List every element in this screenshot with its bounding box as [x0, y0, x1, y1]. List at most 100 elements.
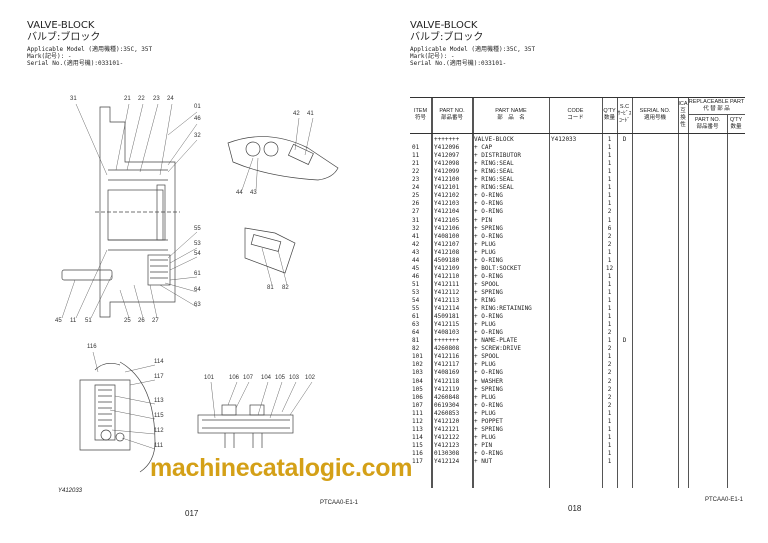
left-mark: Mark(記号): -	[27, 53, 72, 60]
cell-qty: 2	[607, 232, 612, 240]
callout: 61	[194, 271, 201, 277]
cell-item: 104	[412, 377, 423, 385]
cell-name: + PIN	[474, 441, 493, 449]
cell-qty: 1	[607, 433, 612, 441]
callout: 82	[282, 285, 289, 291]
cell-qty: 1	[607, 288, 612, 296]
callout: 22	[138, 96, 145, 102]
cell-name: + RING:RETAINING	[474, 305, 532, 313]
cell-part-no: Y412113	[434, 297, 460, 304]
cell-qty: 1	[607, 176, 612, 184]
right-doc-code: PTCAA0-E1-1	[705, 497, 744, 503]
cell-qty: 1	[607, 409, 612, 417]
cell-part-no: Y412103	[434, 200, 460, 208]
cell-name: + PIN	[474, 216, 493, 224]
callout: 101	[204, 375, 215, 381]
cell-item: 106	[412, 393, 423, 401]
cell-part-no: Y412110	[434, 272, 460, 280]
cell-name: + O-RING	[474, 313, 503, 321]
cell-qty: 1	[607, 458, 612, 465]
cell-name: + CAP	[474, 144, 493, 152]
callout: 32	[194, 133, 201, 139]
cell-name: + PLUG	[474, 393, 496, 401]
cell-item: 32	[412, 224, 420, 232]
cell-qty: 1	[607, 313, 612, 321]
cell-part-no: Y412119	[434, 385, 460, 393]
cell-item: 82	[412, 345, 420, 353]
cell-part-no: Y408169	[434, 369, 460, 377]
callout: 41	[307, 111, 314, 117]
cell-qty: 1	[607, 144, 612, 152]
cell-name: + SPOOL	[474, 280, 500, 288]
callout: 46	[194, 116, 201, 122]
cell-item: 64	[412, 329, 420, 337]
cell-part-no: Y412109	[434, 264, 460, 272]
cell-qty: 12	[605, 264, 614, 272]
cell-code: Y412033	[551, 136, 577, 143]
cell-part-no: Y412098	[434, 160, 460, 168]
cell-name: + O-RING	[474, 272, 503, 280]
callout: 105	[275, 375, 286, 381]
header-part-no: PART NO.部品番号	[439, 108, 465, 121]
cell-name: + O-RING	[474, 369, 503, 377]
cell-qty: 1	[607, 353, 612, 361]
callout: 51	[85, 318, 92, 324]
callout: 55	[194, 226, 201, 232]
callout: 26	[138, 318, 145, 324]
cell-item: 25	[412, 192, 420, 200]
cell-part-no: Y412114	[434, 305, 460, 313]
cell-item: 27	[412, 208, 420, 216]
left-title-en: VALVE-BLOCK	[27, 20, 95, 31]
cell-name: + O-RING	[474, 256, 503, 264]
cell-part-no: 0130308	[434, 449, 460, 457]
callout: 114	[154, 359, 164, 365]
cell-name: + SCREW:DRIVE	[474, 345, 521, 353]
cell-name: + BOLT:SOCKET	[474, 264, 521, 272]
cell-name: + O-RING	[474, 200, 503, 208]
cell-name: + PLUG	[474, 240, 496, 248]
callout: 102	[305, 375, 316, 381]
cell-qty: 1	[607, 136, 612, 143]
cell-part-no: Y412116	[434, 353, 460, 361]
cell-part-no: 4509181	[434, 313, 460, 321]
callout: 53	[194, 241, 201, 247]
cell-item: 23	[412, 176, 420, 184]
right-title-jp: バルブ:ブロック	[410, 32, 484, 43]
cell-item: 103	[412, 369, 423, 377]
cell-qty: 1	[607, 321, 612, 329]
callout: 103	[289, 375, 300, 381]
cell-qty: 2	[607, 385, 612, 393]
callout: 113	[154, 398, 164, 404]
cell-part-no: Y412101	[434, 184, 460, 192]
cell-item: 107	[412, 401, 423, 409]
cell-item: 113	[412, 425, 423, 433]
cell-part-no: 4260853	[434, 409, 460, 417]
cell-part-no: Y412120	[434, 417, 460, 425]
cell-part-no: Y412102	[434, 192, 460, 200]
cell-qty: 2	[607, 401, 612, 409]
cell-part-no: 4260848	[434, 393, 460, 401]
callout: 107	[243, 375, 254, 381]
left-title-jp: バルブ:ブロック	[27, 32, 101, 43]
